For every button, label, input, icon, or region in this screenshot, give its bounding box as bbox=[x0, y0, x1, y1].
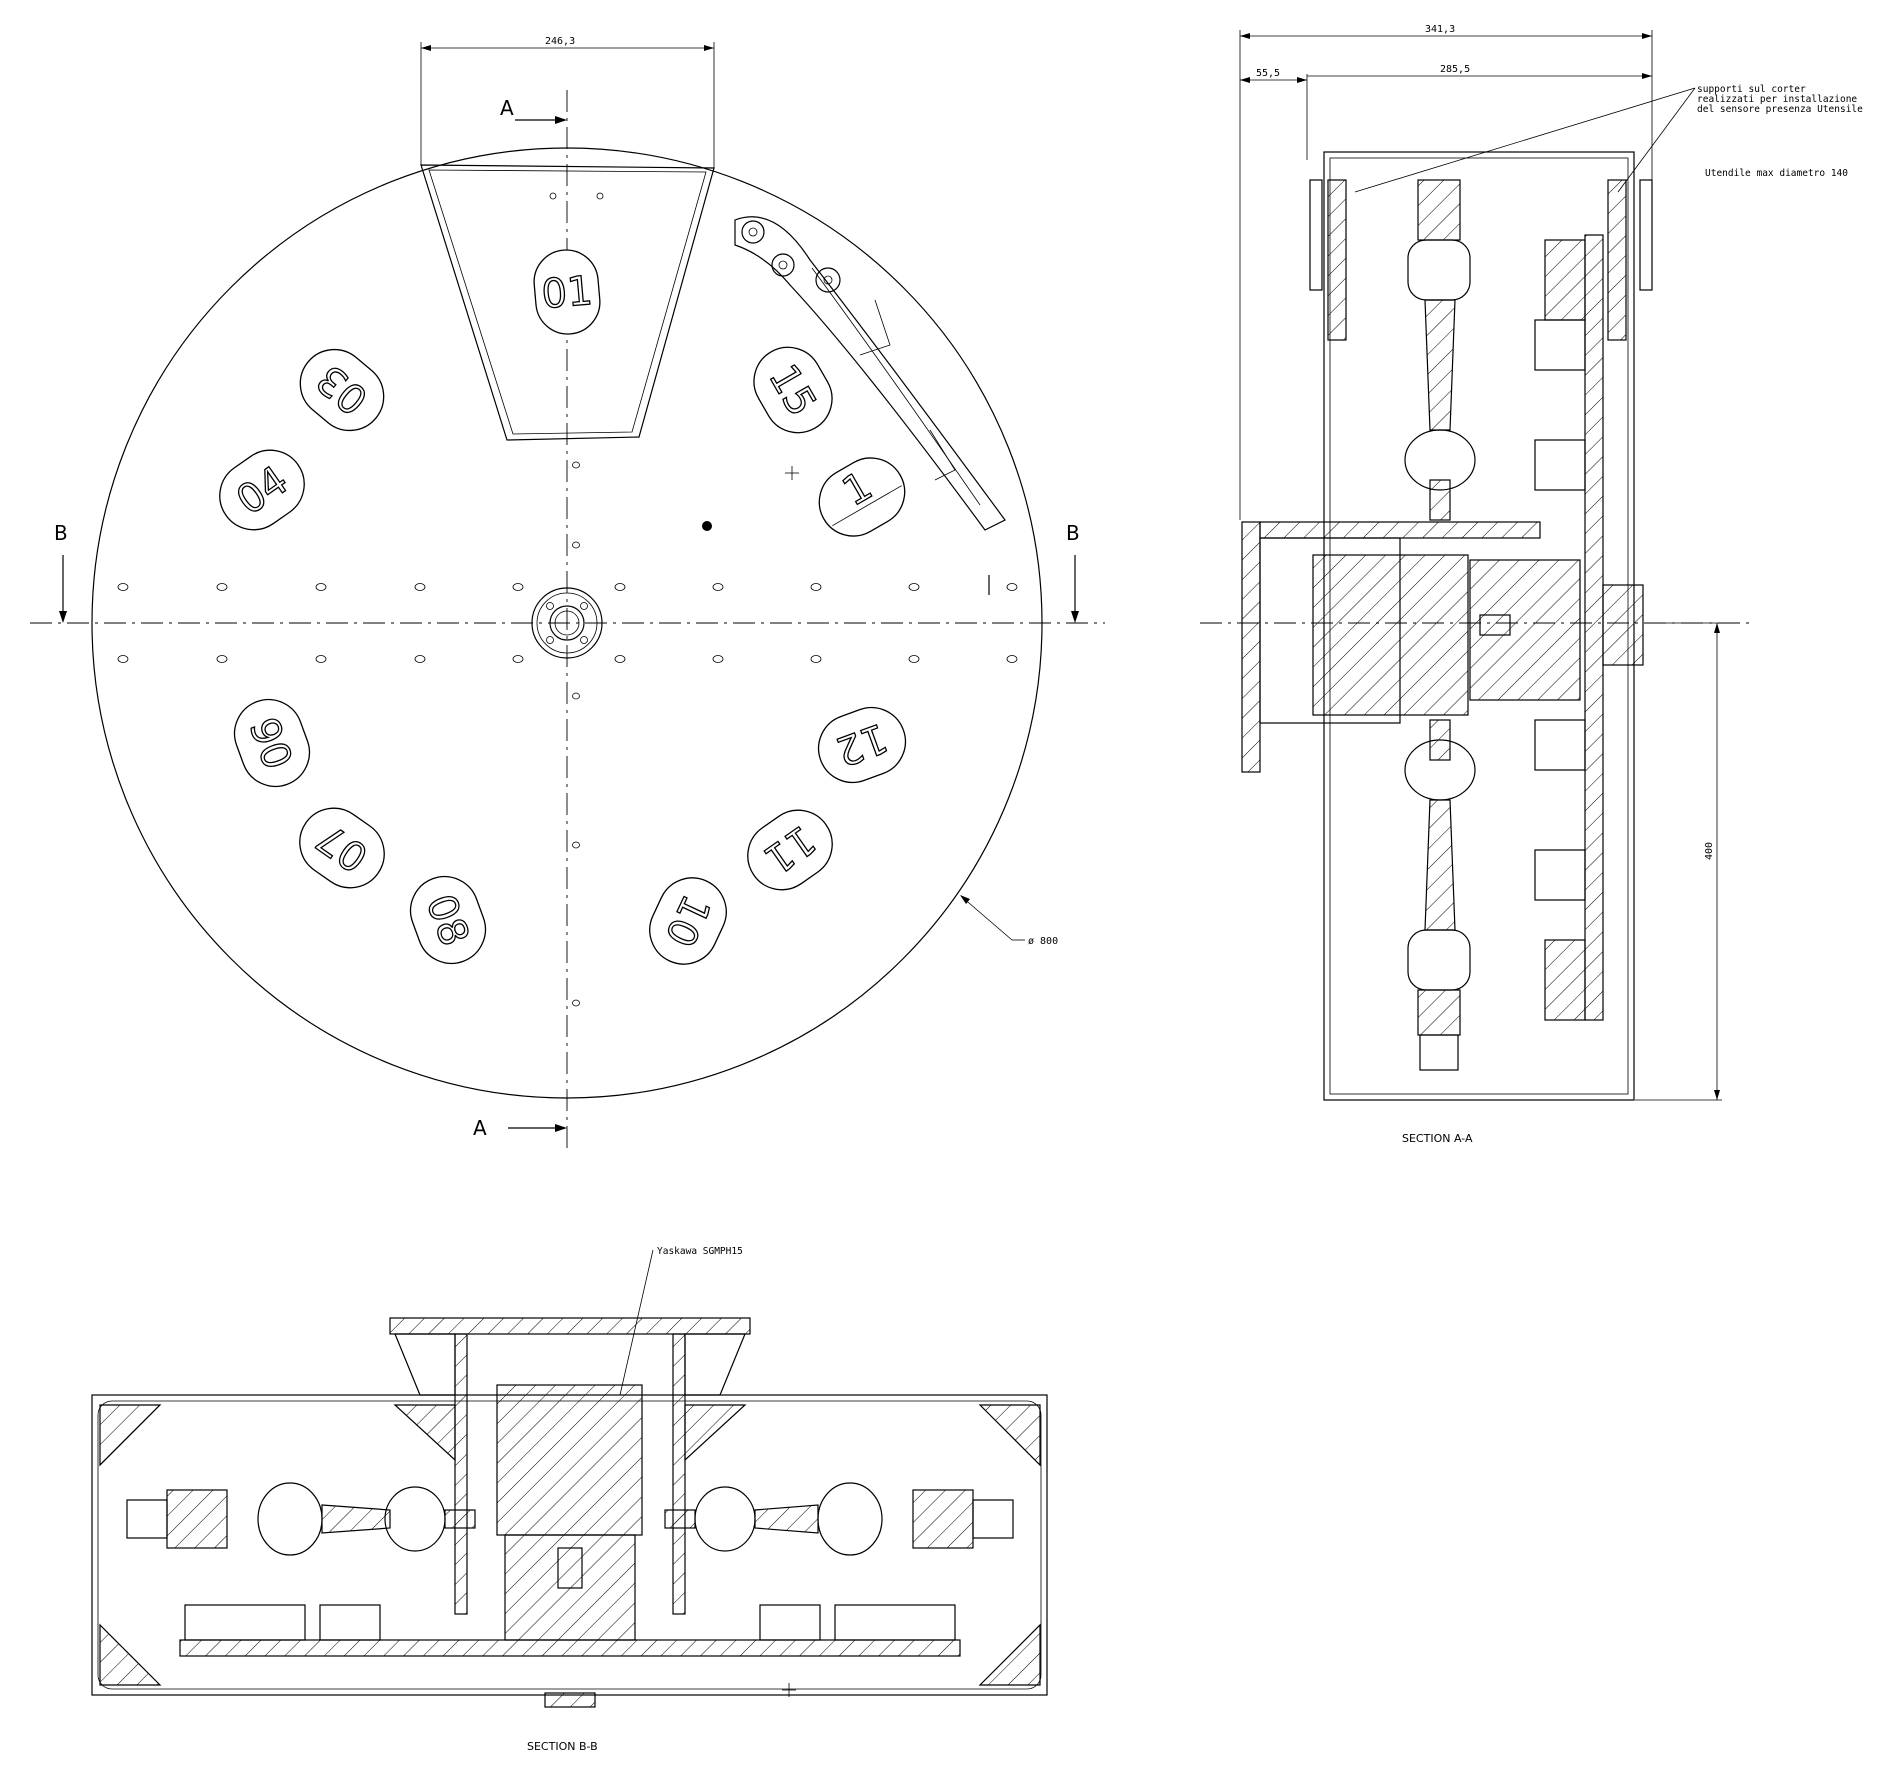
tool-lower bbox=[1404, 719, 1476, 1071]
motor-block bbox=[1312, 554, 1469, 716]
svg-text:B: B bbox=[1066, 521, 1080, 545]
disc-plate bbox=[1584, 234, 1604, 1021]
pocket-01: 01 bbox=[533, 249, 601, 335]
motor-body bbox=[496, 1384, 643, 1536]
hub-cap bbox=[1602, 584, 1644, 666]
roller-1 bbox=[741, 220, 765, 244]
tool-pockets: 01 03 04 06 07 08 bbox=[219, 249, 907, 965]
pocket-06: 06 bbox=[233, 698, 311, 788]
front-view: 246,3 A A B B bbox=[30, 36, 1105, 1150]
svg-text:B: B bbox=[54, 521, 68, 545]
pocket-03: 03 bbox=[299, 348, 385, 432]
section-b-marker-right: B bbox=[1066, 521, 1080, 623]
dim-height-text: 400 bbox=[1704, 842, 1715, 860]
sensor-support-right bbox=[1607, 179, 1627, 341]
pocket-loading: 1 bbox=[818, 457, 906, 537]
sensor-support-left bbox=[1327, 179, 1347, 341]
motor-flange bbox=[389, 1317, 751, 1335]
hub-flange bbox=[1469, 559, 1581, 701]
width-dimension: 246,3 bbox=[420, 36, 715, 168]
section-a-marker-top: A bbox=[500, 96, 567, 124]
central-hub bbox=[531, 587, 603, 659]
width-dimension-text: 246,3 bbox=[545, 36, 575, 47]
pocket-08: 08 bbox=[409, 875, 487, 965]
section-a-marker-bottom: A bbox=[473, 1116, 567, 1140]
motor-label: Yaskawa SGMPH15 bbox=[657, 1246, 743, 1257]
top-plate bbox=[1259, 521, 1541, 539]
section-b-marker-left: B bbox=[54, 521, 68, 623]
base-plate bbox=[179, 1639, 961, 1657]
section-bb-view: Yaskawa SGMPH15 SECTION B-B bbox=[91, 1246, 1048, 1753]
section-aa-view: 341,3 55,5 285,5 400 supporti sul corter… bbox=[1200, 24, 1863, 1145]
roller-3 bbox=[815, 267, 841, 293]
pocket-07: 07 bbox=[299, 807, 385, 889]
tool-right bbox=[664, 1482, 1014, 1556]
bolt-holes bbox=[117, 192, 1018, 1007]
pocket-10: 10 bbox=[649, 877, 727, 965]
tool-diameter-note: Utendile max diametro 140 bbox=[1705, 168, 1848, 179]
supports-note: supporti sul corter realizzati per insta… bbox=[1697, 84, 1863, 115]
tool-upper bbox=[1404, 179, 1476, 521]
roller-2 bbox=[771, 253, 795, 277]
svg-text:A: A bbox=[500, 96, 514, 120]
svg-text:A: A bbox=[473, 1116, 487, 1140]
section-aa-title: SECTION A-A bbox=[1402, 1132, 1473, 1145]
sensor-guide bbox=[734, 216, 1006, 531]
pocket-12: 12 bbox=[817, 706, 907, 784]
dim-right-text: 285,5 bbox=[1440, 64, 1470, 75]
loading-window bbox=[420, 164, 715, 441]
section-aa-dimensions: 341,3 55,5 285,5 400 bbox=[1239, 24, 1722, 1101]
dim-left-text: 55,5 bbox=[1256, 68, 1280, 79]
svg-text:01: 01 bbox=[540, 268, 595, 318]
dim-total-text: 341,3 bbox=[1425, 24, 1455, 35]
tool-left bbox=[126, 1482, 476, 1556]
diameter-dimension: ø 800 bbox=[960, 895, 1058, 947]
left-bracket bbox=[1241, 521, 1261, 773]
tool-holders-right bbox=[1534, 239, 1586, 1021]
pocket-04: 04 bbox=[219, 449, 305, 531]
section-bb-title: SECTION B-B bbox=[527, 1740, 598, 1753]
pocket-11: 11 bbox=[747, 809, 833, 891]
pocket-15: 15 bbox=[753, 346, 833, 434]
diameter-text: ø 800 bbox=[1028, 936, 1058, 947]
